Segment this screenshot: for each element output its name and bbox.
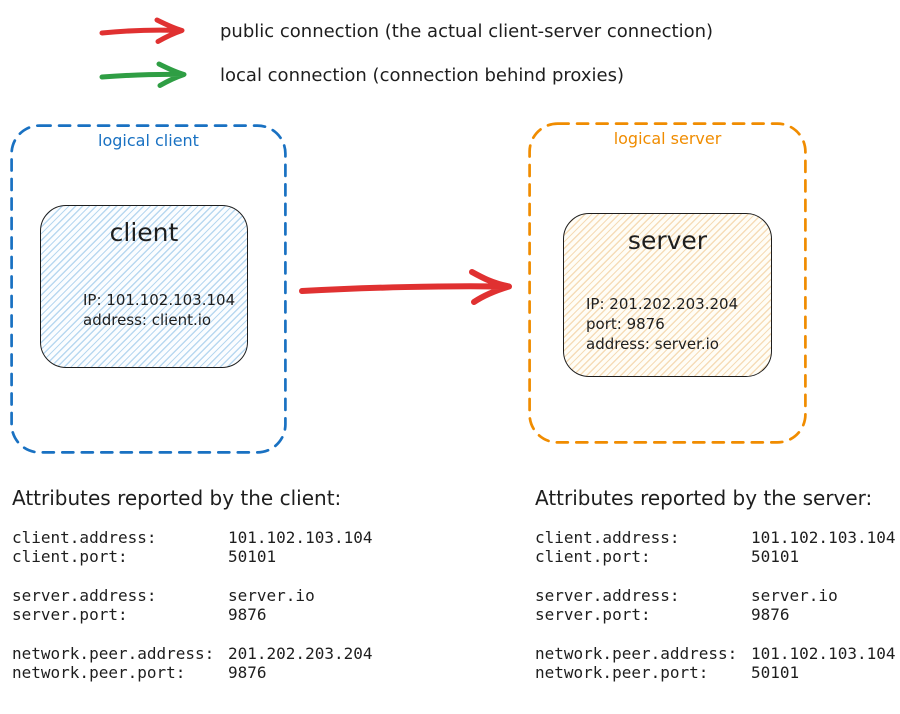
client-attr-group-server: server.address: server.io server.port: 987… (12, 586, 442, 624)
logical-client-group: logical client client IP: 101.102.103.10… (10, 124, 287, 454)
server-attr-group-client: client.address: 101.102.103.104 client.po… (535, 528, 900, 566)
client-attributes-title: Attributes reported by the client: (12, 486, 342, 510)
server-node: server IP: 201.202.203.204 port: 9876 ad… (563, 213, 772, 377)
server-node-details: IP: 201.202.203.204 port: 9876 address: … (586, 294, 738, 354)
attr-row: server.address: server.io (535, 586, 900, 605)
attr-key: network.peer.port: (12, 663, 186, 682)
client-attr-group-client: client.address: 101.102.103.104 client.po… (12, 528, 442, 566)
server-attr-group-network-peer: network.peer.address: 101.102.103.104 net… (535, 644, 900, 682)
server-attributes-panel: Attributes reported by the server: clien… (535, 486, 900, 702)
server-node-title: server (627, 226, 708, 255)
logical-server-label: logical server (613, 129, 722, 148)
client-ip-line: IP: 101.102.103.104 (83, 291, 236, 309)
server-attr-group-server: server.address: server.io server.port: 987… (535, 586, 900, 624)
client-attributes-panel: Attributes reported by the client: clien… (12, 486, 442, 702)
client-node: client IP: 101.102.103.104 address: clie… (40, 205, 248, 368)
client-attr-group-network-peer: network.peer.address: 201.202.203.204 net… (12, 644, 442, 682)
attr-value: 101.102.103.104 (751, 528, 896, 547)
attr-key: server.port: (535, 605, 651, 624)
legend-label-local: local connection (connection behind prox… (220, 64, 624, 86)
client-address-line: address: client.io (83, 311, 212, 329)
attr-value: server.io (228, 586, 315, 605)
attr-key: network.peer.address: (12, 644, 215, 663)
attr-row: client.port: 50101 (12, 547, 442, 566)
legend-item-public: public connection (the actual client-ser… (98, 14, 713, 48)
attr-value: 9876 (228, 663, 267, 682)
attr-key: client.address: (535, 528, 680, 547)
attr-row: network.peer.port: 50101 (535, 663, 900, 682)
public-connection-arrow-icon (99, 17, 185, 44)
attr-key: client.port: (12, 547, 128, 566)
client-to-server-connection-arrow (299, 269, 512, 305)
client-node-title: client (109, 218, 179, 247)
attr-key: network.peer.port: (535, 663, 709, 682)
attr-row: network.peer.address: 101.102.103.104 (535, 644, 900, 663)
server-address-line: address: server.io (586, 335, 719, 353)
attr-row: client.address: 101.102.103.104 (535, 528, 900, 547)
logical-client-border (10, 124, 287, 454)
attr-key: client.port: (535, 547, 651, 566)
attr-key: server.address: (12, 586, 157, 605)
attr-key: client.address: (12, 528, 157, 547)
attr-value: 9876 (751, 605, 790, 624)
attr-value: 101.102.103.104 (228, 528, 373, 547)
attr-key: server.port: (12, 605, 128, 624)
attr-value: 50101 (751, 547, 800, 566)
attr-row: server.port: 9876 (12, 605, 442, 624)
logical-server-border (528, 122, 807, 444)
attr-value: 201.202.203.204 (228, 644, 373, 663)
attr-row: client.address: 101.102.103.104 (12, 528, 442, 547)
attr-row: server.port: 9876 (535, 605, 900, 624)
attr-key: server.address: (535, 586, 680, 605)
attr-row: server.address: server.io (12, 586, 442, 605)
client-node-details: IP: 101.102.103.104 address: client.io (83, 290, 235, 330)
attr-value: 9876 (228, 605, 267, 624)
attr-key: network.peer.address: (535, 644, 738, 663)
logical-server-group: logical server server IP: 201.202.203.20… (528, 122, 807, 444)
attr-row: network.peer.address: 201.202.203.204 (12, 644, 442, 663)
legend-label-public: public connection (the actual client-ser… (220, 20, 714, 42)
attr-value: 50101 (228, 547, 277, 566)
server-port-line: port: 9876 (586, 315, 665, 333)
local-connection-arrow-icon (99, 61, 187, 88)
attr-value: 50101 (751, 663, 800, 682)
logical-client-label: logical client (98, 131, 199, 150)
server-ip-line: IP: 201.202.203.204 (586, 295, 739, 313)
server-attributes-title: Attributes reported by the server: (535, 486, 873, 510)
legend-item-local: local connection (connection behind prox… (98, 58, 624, 92)
attr-value: server.io (751, 586, 838, 605)
attr-value: 101.102.103.104 (751, 644, 896, 663)
attr-row: client.port: 50101 (535, 547, 900, 566)
attr-row: network.peer.port: 9876 (12, 663, 442, 682)
